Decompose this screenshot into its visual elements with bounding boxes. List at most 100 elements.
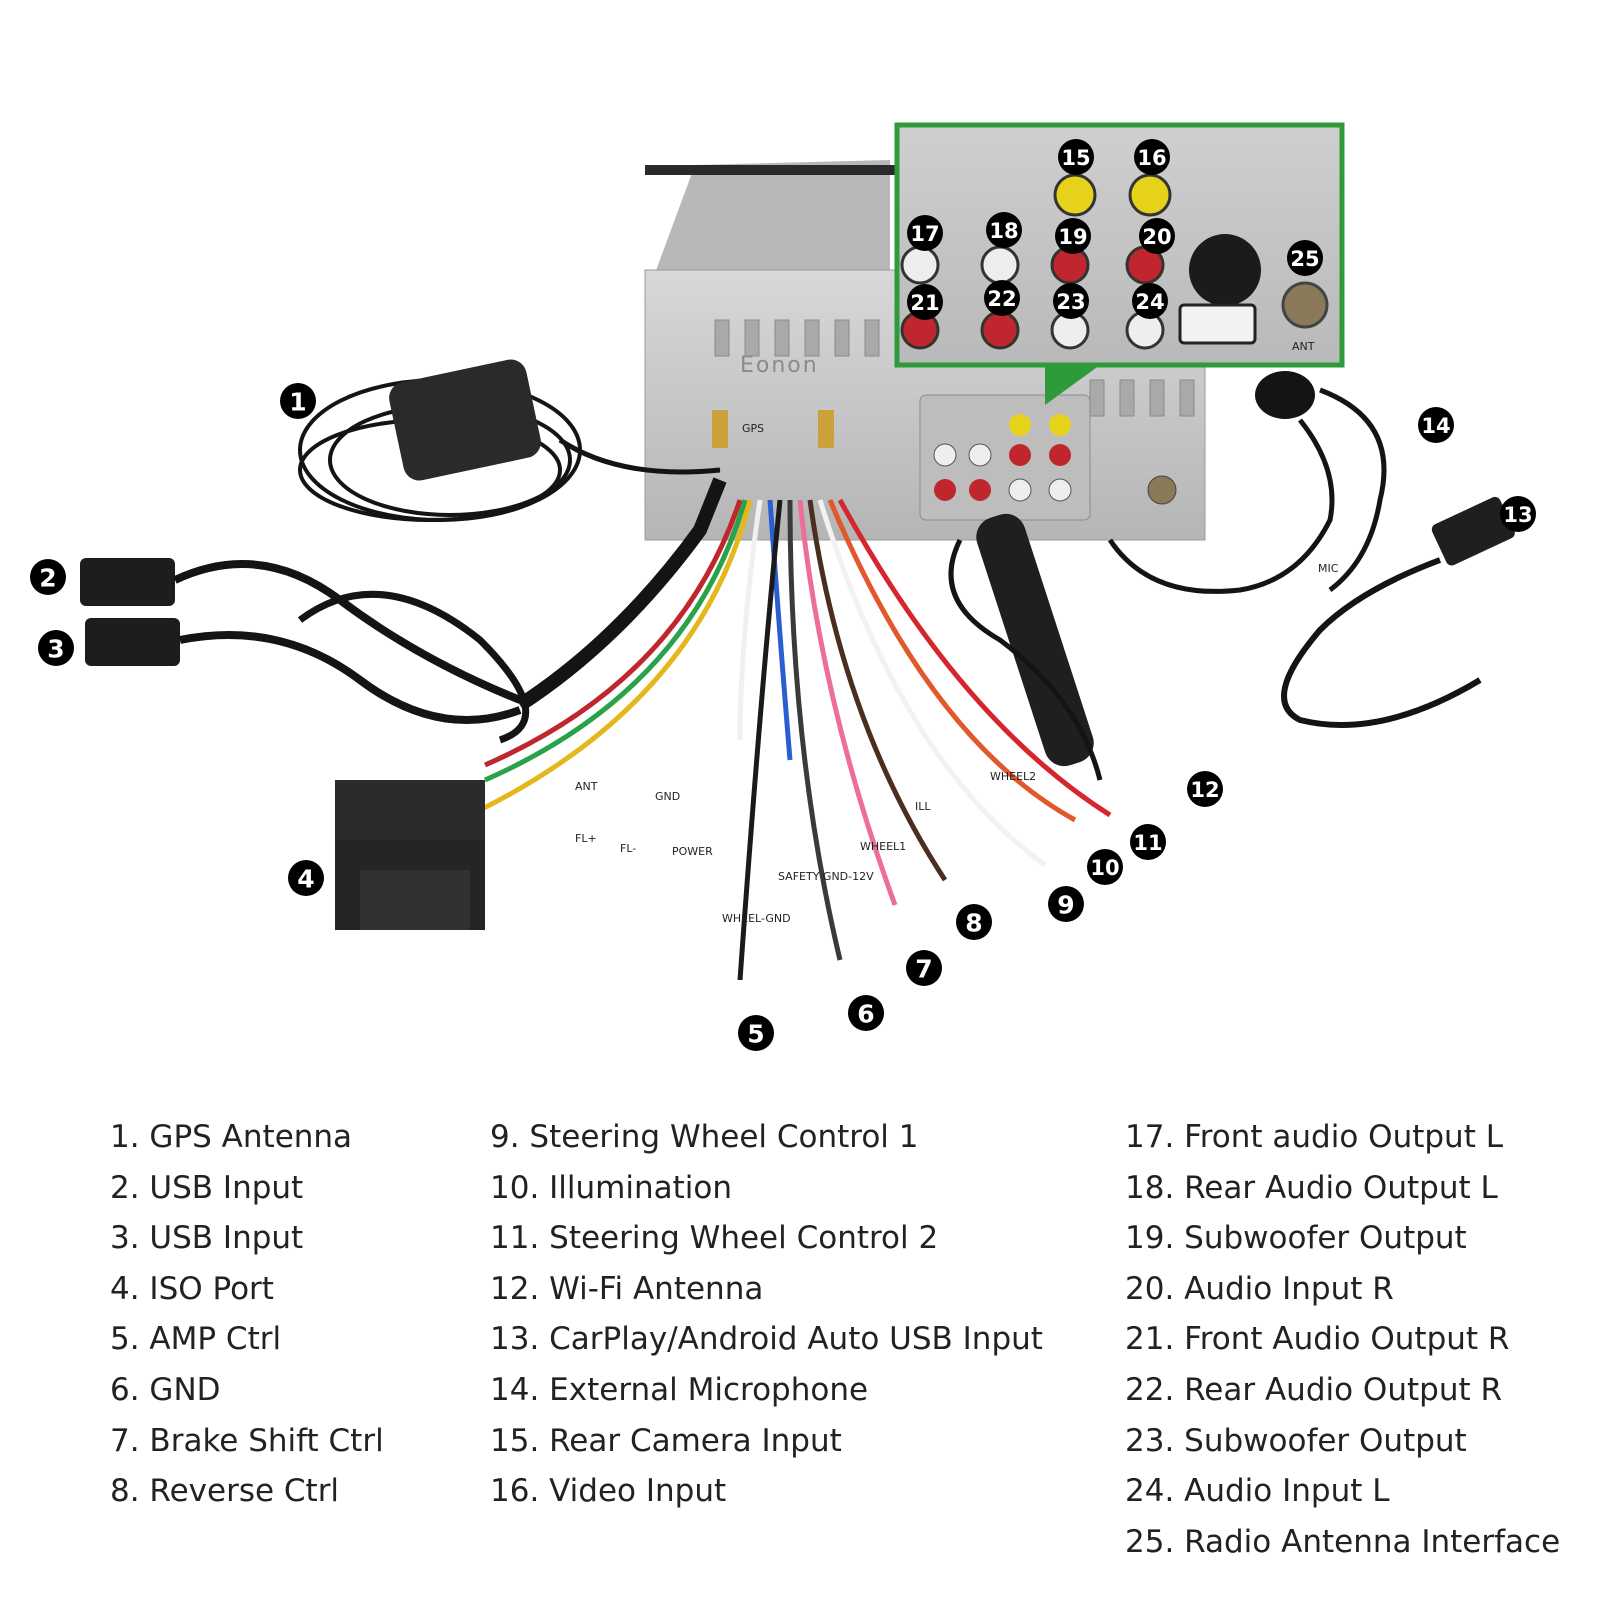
carplay-usb — [1281, 496, 1515, 728]
wiring-diagram: Eonon GPS — [30, 122, 1536, 1051]
radio-antenna-jack — [1147, 475, 1177, 505]
svg-text:20: 20 — [1142, 225, 1171, 249]
svg-text:19: 19 — [1058, 225, 1087, 249]
legend-item: 16. Video Input — [490, 1473, 727, 1510]
wire-harness — [478, 498, 1112, 981]
marker-19: 19 — [1055, 218, 1091, 254]
brand-logo: Eonon — [740, 353, 819, 378]
marker-13: 13 — [1500, 496, 1536, 532]
legend-item: 1. GPS Antenna — [110, 1119, 353, 1155]
legend-item: 18. Rear Audio Output L — [1125, 1169, 1498, 1206]
svg-text:17: 17 — [910, 222, 939, 246]
svg-text:12: 12 — [1190, 778, 1219, 802]
svg-text:11: 11 — [1133, 831, 1162, 855]
marker-23: 23 — [1053, 283, 1089, 319]
marker-11: 11 — [1130, 824, 1166, 860]
tag-wheel2: WHEEL2 — [990, 770, 1036, 783]
marker-12: 12 — [1187, 771, 1223, 807]
legend-item: 6. GND — [110, 1371, 221, 1408]
marker-16: 16 — [1134, 139, 1170, 175]
marker-15: 15 — [1058, 139, 1094, 175]
legend-column-3: 17. Front audio Output L 18. Rear Audio … — [1125, 1112, 1560, 1567]
tag-power: POWER — [672, 845, 713, 858]
marker-14: 14 — [1418, 407, 1454, 443]
marker-10: 10 — [1087, 849, 1123, 885]
tag-fl-plus: FL+ — [575, 832, 597, 845]
wifi-antenna — [948, 513, 1103, 781]
marker-5: 5 — [738, 1015, 774, 1051]
tag-safety: SAFETY GND-12V — [778, 870, 874, 883]
legend-item: 23. Subwoofer Output — [1125, 1422, 1467, 1459]
marker-8: 8 — [956, 904, 992, 940]
svg-text:21: 21 — [910, 291, 939, 315]
marker-7: 7 — [906, 950, 942, 986]
legend-item: 4. ISO Port — [110, 1270, 274, 1307]
legend-item: 17. Front audio Output L — [1125, 1119, 1503, 1155]
legend-item: 2. USB Input — [110, 1169, 304, 1206]
svg-text:15: 15 — [1061, 146, 1090, 170]
tag-gnd: GND — [655, 790, 680, 803]
marker-22: 22 — [984, 280, 1020, 316]
legend-item: 25. Radio Antenna Interface — [1125, 1523, 1561, 1560]
marker-2: 2 — [30, 559, 66, 595]
legend-column-2: 9. Steering Wheel Control 1 10. Illumina… — [490, 1112, 1043, 1517]
tag-fl-minus: FL- — [620, 842, 636, 855]
legend-item: 5. AMP Ctrl — [110, 1321, 282, 1358]
legend-item: 13. CarPlay/Android Auto USB Input — [490, 1321, 1043, 1358]
legend-item: 22. Rear Audio Output R — [1125, 1371, 1503, 1408]
usb-cables — [80, 477, 727, 744]
svg-text:2: 2 — [39, 564, 56, 593]
svg-text:3: 3 — [47, 635, 64, 664]
legend-item: 10. Illumination — [490, 1169, 733, 1206]
svg-text:25: 25 — [1290, 247, 1319, 271]
legend-item: 12. Wi-Fi Antenna — [490, 1270, 764, 1307]
svg-text:18: 18 — [989, 219, 1018, 243]
rca-inset: ANT — [894, 122, 1345, 405]
marker-3: 3 — [38, 630, 74, 666]
svg-text:4: 4 — [297, 865, 314, 894]
svg-text:5: 5 — [747, 1020, 764, 1049]
svg-text:23: 23 — [1056, 290, 1085, 314]
legend-item: 20. Audio Input R — [1125, 1270, 1394, 1307]
marker-9: 9 — [1048, 886, 1084, 922]
marker-24: 24 — [1132, 283, 1168, 319]
legend-item: 14. External Microphone — [490, 1371, 869, 1408]
wire-tags: FL+ FL- ANT GND POWER SAFETY GND-12V WHE… — [575, 770, 1036, 925]
svg-text:8: 8 — [965, 909, 982, 938]
svg-text:24: 24 — [1135, 290, 1164, 314]
gps-tag: GPS — [742, 422, 764, 435]
external-microphone: MIC — [1107, 371, 1387, 594]
svg-text:6: 6 — [857, 1000, 874, 1029]
marker-18: 18 — [986, 212, 1022, 248]
legend-item: 15. Rear Camera Input — [490, 1422, 842, 1459]
marker-25: 25 — [1287, 240, 1323, 276]
legend-item: 9. Steering Wheel Control 1 — [490, 1119, 919, 1155]
svg-text:9: 9 — [1057, 891, 1074, 920]
gps-antenna — [298, 359, 721, 522]
legend-item: 8. Reverse Ctrl — [110, 1473, 340, 1510]
marker-6: 6 — [848, 995, 884, 1031]
svg-text:7: 7 — [915, 955, 932, 984]
tag-ant: ANT — [575, 780, 598, 793]
mic-tag: MIC — [1318, 562, 1339, 575]
marker-1: 1 — [280, 383, 316, 419]
marker-4: 4 — [288, 860, 324, 896]
svg-text:14: 14 — [1421, 414, 1450, 438]
legend-item: 24. Audio Input L — [1125, 1473, 1390, 1510]
tag-wheel-gnd: WHEEL-GND — [722, 912, 791, 925]
svg-text:13: 13 — [1503, 503, 1532, 527]
markers: 1 2 3 4 5 6 7 8 9 10 11 12 13 14 15 16 1… — [30, 139, 1536, 1051]
svg-text:10: 10 — [1090, 856, 1119, 880]
svg-text:1: 1 — [289, 388, 306, 417]
svg-text:16: 16 — [1137, 146, 1166, 170]
marker-17: 17 — [907, 215, 943, 251]
legend-item: 11. Steering Wheel Control 2 — [490, 1220, 939, 1257]
svg-text:22: 22 — [987, 287, 1016, 311]
iso-connector — [335, 780, 485, 930]
tag-ill: ILL — [915, 800, 931, 813]
legend-item: 7. Brake Shift Ctrl — [110, 1422, 384, 1459]
rca-cluster-main — [933, 414, 1072, 502]
marker-21: 21 — [907, 284, 943, 320]
tag-wheel1: WHEEL1 — [860, 840, 906, 853]
legend-item: 21. Front Audio Output R — [1125, 1321, 1510, 1358]
